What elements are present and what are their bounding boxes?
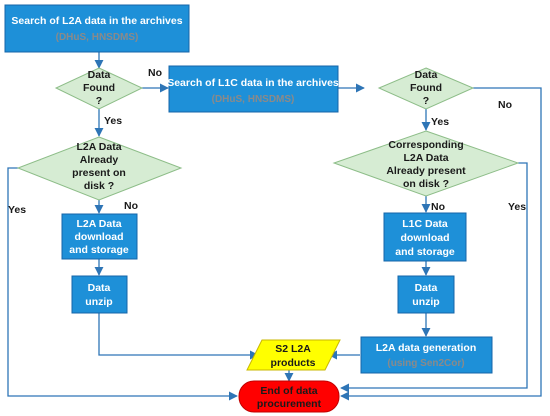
l2a-download-line2: download	[75, 231, 124, 243]
l2a-on-disk-line2: Already	[80, 154, 119, 166]
l2a-generation-title: L2A data generation	[376, 342, 477, 354]
l2a-download-line1: L2A Data	[76, 218, 121, 230]
s2-l2a-products-io: S2 L2A products	[246, 339, 341, 371]
end-line1: End of data	[260, 385, 317, 397]
l2a-on-disk-line3: present on	[72, 167, 126, 179]
l1c-download-box: L1C Data download and storage	[383, 212, 467, 262]
found-l2a-decision: Data Found ?	[54, 67, 144, 110]
found-l1c-line1: Data	[415, 69, 438, 81]
l2a-unzip-line1: Data	[88, 282, 111, 294]
corr-on-disk-line2: L2A Data	[403, 152, 448, 164]
l1c-unzip-box: Data unzip	[397, 275, 455, 314]
label-found-l2a-no: No	[148, 67, 162, 79]
corr-on-disk-line4: on disk ?	[403, 178, 449, 190]
end-line2: procurement	[257, 398, 322, 410]
found-l1c-line3: ?	[423, 95, 429, 107]
l1c-download-line2: download	[401, 232, 450, 244]
arrow-found-l1c-no-to-end	[340, 87, 542, 401]
l2a-generation-box: L2A data generation (using Sen2Cor)	[360, 336, 493, 374]
label-found-l1c-yes: Yes	[431, 116, 449, 128]
s2-products-line2: products	[271, 357, 316, 369]
search-l1c-sources: (DHuS, HNSDMS)	[212, 94, 295, 105]
found-l1c-decision: Data Found ?	[377, 67, 475, 110]
l1c-unzip-line2: unzip	[412, 296, 439, 308]
l2a-on-disk-decision: L2A Data Already present on disk ?	[16, 136, 183, 201]
search-l2a-title: Search of L2A data in the archives	[11, 15, 182, 27]
corr-on-disk-line3: Already present	[386, 165, 466, 177]
l1c-download-line3: and storage	[395, 246, 455, 258]
search-l1c-box: Search of L1C data in the archives (DHuS…	[167, 65, 339, 113]
l2a-download-line3: and storage	[69, 244, 129, 256]
arrow-l2a-disk-yes-to-end	[7, 167, 238, 401]
l2a-generation-tool: (using Sen2Cor)	[387, 358, 464, 369]
l2a-download-box: L2A Data download and storage	[61, 213, 138, 260]
found-l1c-line2: Found	[410, 82, 442, 94]
search-l2a-sources: (DHuS, HNSDMS)	[56, 32, 139, 43]
l2a-unzip-line2: unzip	[85, 296, 112, 308]
s2-products-line1: S2 L2A	[275, 343, 311, 355]
arrow-l2a-unzip-to-products	[98, 313, 259, 360]
found-l2a-line2: Found	[83, 82, 115, 94]
label-l2a-disk-no: No	[124, 200, 138, 212]
found-l2a-line1: Data	[88, 69, 111, 81]
l2a-on-disk-line1: L2A Data	[76, 141, 121, 153]
arrow-corr-disk-yes-to-end	[340, 162, 528, 393]
corr-on-disk-line1: Corresponding	[388, 139, 463, 151]
l1c-download-line1: L1C Data	[402, 218, 448, 230]
connectors	[7, 52, 542, 401]
found-l2a-line3: ?	[96, 95, 102, 107]
l2a-unzip-box: Data unzip	[71, 275, 128, 314]
label-l2a-disk-yes: Yes	[8, 204, 26, 216]
label-corr-disk-no: No	[431, 201, 445, 213]
label-found-l2a-yes: Yes	[104, 115, 122, 127]
l1c-unzip-line1: Data	[415, 282, 438, 294]
label-corr-disk-yes: Yes	[508, 201, 526, 213]
search-l2a-box: Search of L2A data in the archives (DHuS…	[4, 4, 190, 53]
l2a-on-disk-line4: disk ?	[84, 180, 114, 192]
corr-l2a-on-disk-decision: Corresponding L2A Data Already present o…	[332, 130, 520, 197]
label-found-l1c-no: No	[498, 99, 512, 111]
end-terminal: End of data procurement	[238, 380, 340, 413]
search-l1c-title: Search of L1C data in the archives	[167, 77, 339, 89]
